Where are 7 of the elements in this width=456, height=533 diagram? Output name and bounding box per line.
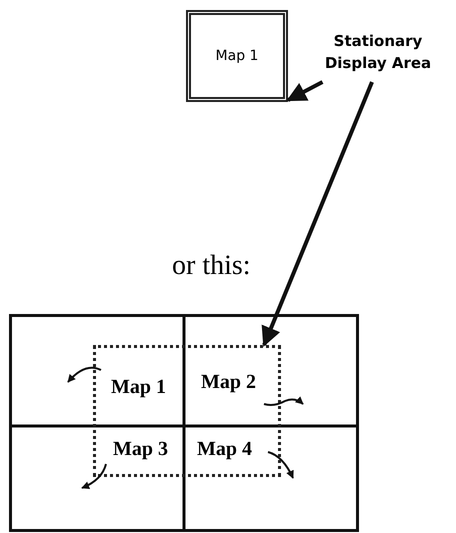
map-grid — [9, 314, 359, 532]
arrow — [262, 81, 374, 347]
map-box: Map 1 — [186, 10, 288, 102]
caption-text: or this: — [172, 250, 251, 282]
display-area-frame — [93, 345, 281, 477]
arrow — [286, 80, 324, 102]
callout-text: Stationary Display Area — [303, 30, 453, 82]
